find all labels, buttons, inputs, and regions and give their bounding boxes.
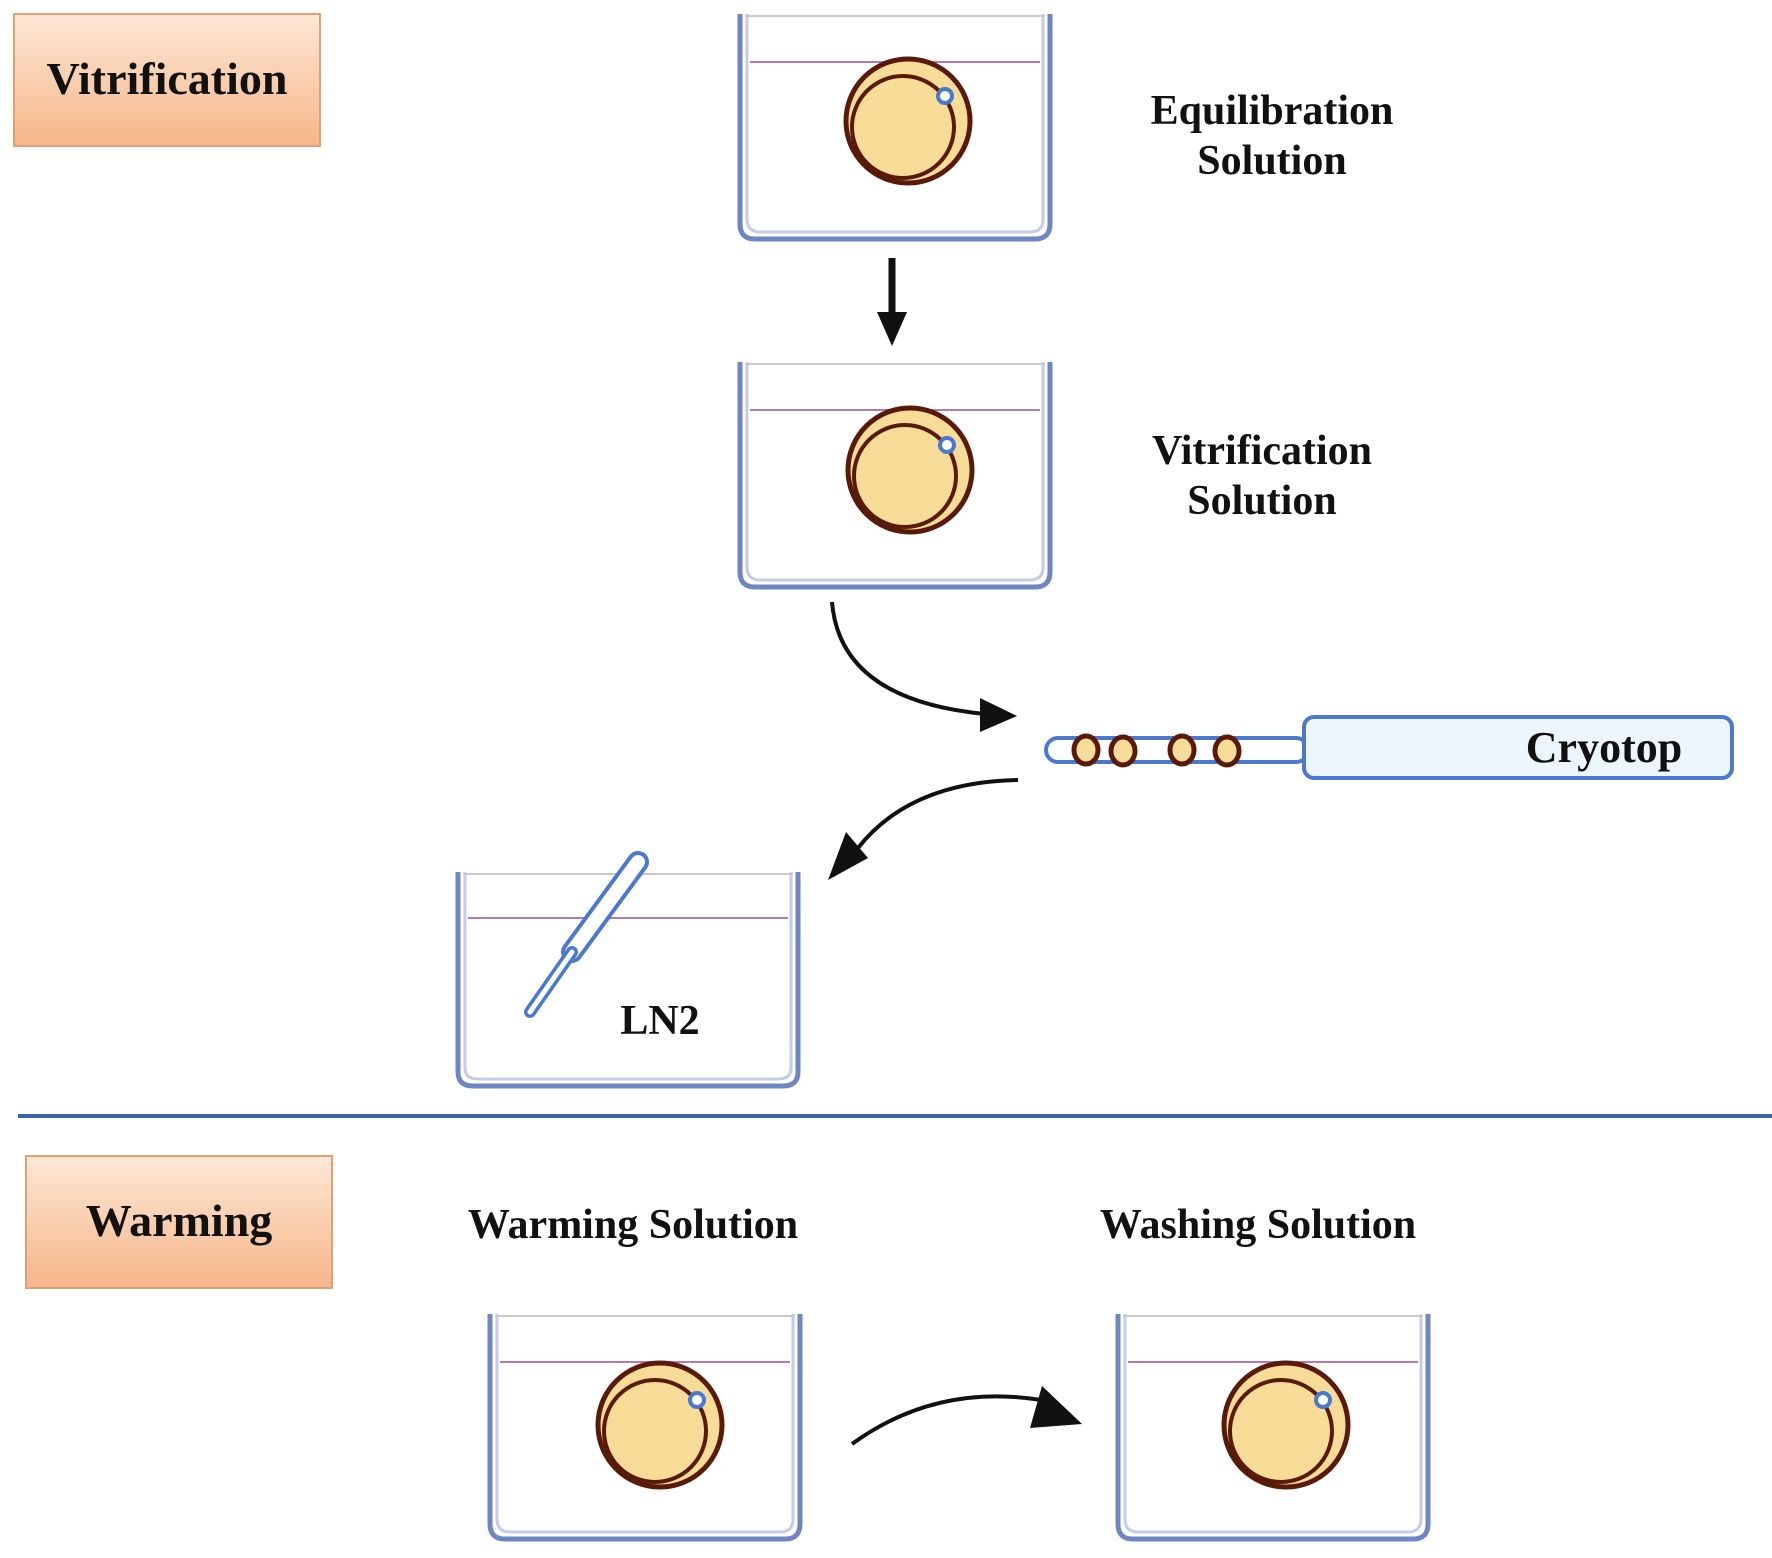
equilibration-dish [740, 14, 1050, 239]
equilibration-label-line1: Equilibration [1151, 88, 1394, 134]
vitrification-dish [740, 362, 1050, 587]
warming-dish [490, 1314, 800, 1539]
oocyte-icon [1167, 733, 1197, 767]
warming-section-badge: Warming [25, 1155, 333, 1289]
cryotop-device-icon: Cryotop [1044, 715, 1734, 780]
warming-solution-label: Warming Solution [468, 1202, 798, 1248]
washing-solution-label: Washing Solution [1100, 1202, 1416, 1248]
ln2-label: LN2 [620, 998, 699, 1044]
vitrification-section-badge: Vitrification [13, 13, 321, 147]
arrow-icon [850, 1386, 1082, 1446]
ln2-dish [455, 872, 801, 1089]
vitrification-solution-label-line1: Vitrification [1152, 428, 1372, 474]
oocyte-icon [598, 1363, 722, 1487]
warming-badge-label: Warming [86, 1195, 273, 1246]
culture-dish-icon [455, 872, 801, 1089]
oocyte-icon [1108, 734, 1138, 768]
oocyte-icon [846, 59, 970, 183]
oocyte-icon [848, 408, 972, 532]
washing-dish [1118, 1314, 1428, 1539]
cryotop-label: Cryotop [1526, 723, 1682, 772]
arrow-icon [828, 778, 1019, 880]
oocyte-icon [1224, 1363, 1348, 1487]
cryotop-device-icon [524, 851, 649, 1018]
vitrification-badge-label: Vitrification [46, 53, 287, 104]
vitrification-solution-label-line2: Solution [1187, 478, 1336, 524]
arrow-icon [877, 258, 907, 346]
equilibration-label-line2: Solution [1197, 138, 1346, 184]
oocyte-icon [1212, 734, 1242, 768]
oocyte-icon [1071, 733, 1101, 767]
arrow-icon [830, 601, 1017, 732]
